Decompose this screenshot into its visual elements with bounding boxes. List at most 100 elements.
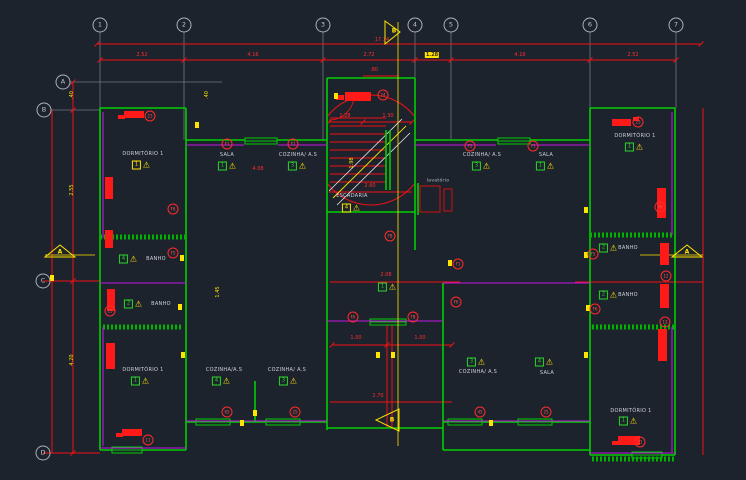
circuit-tag: F6 [654,201,666,213]
warning-triangle-icon: ⚠ [482,161,491,170]
room-label: COZINHA/ A.S [458,369,498,375]
circuit-tag: 13 [659,316,671,328]
grid-bubble: 7 [668,17,684,33]
room-label: BANHO [146,256,166,262]
circuit-tag-label: 25 [292,409,298,415]
warning-triangle-icon: ⚠ [298,161,307,170]
circuit-number-box: 1 [130,376,140,386]
grid-bubble-label: 4 [412,20,418,29]
warning-triangle-icon: ⚠ [222,376,231,385]
circuit-tag: 11 [142,434,154,446]
circuit-tag-label: F6 [592,306,598,312]
circuit-tag-label: FB [410,314,416,320]
grid-bubble-label: A [60,77,66,86]
circuit-tag-label: 13 [662,319,668,325]
grid-bubble-label: 5 [448,20,454,29]
circuit-tag: F1 [452,258,464,270]
circuit-legend-symbol: 1 ⚠ [130,376,149,386]
hatched-walls [100,232,675,462]
section-marker-letter: A [57,248,63,256]
grid-bubble: 3 [315,17,331,33]
circuit-legend-symbol: 1 ⚠ [131,160,151,170]
circuit-tag: 25 [289,406,301,418]
circuit-tag-label: 23 [635,119,641,125]
room-label: DORMITÓRIO 1 [610,408,652,414]
circuit-tag: FB [384,230,396,242]
circuit-tag-label: F6 [657,204,663,210]
circuit-number-box: 3 [278,376,288,386]
circuit-number-box: 2 [598,290,608,300]
circuit-tag: FA [347,311,359,323]
circuit-tag-label: F2 [290,141,296,147]
circuit-number-box: 4 [341,203,351,213]
circuit-tag-label: 24 [380,92,386,98]
circuit-legend-symbol: 4 ⚠ [534,357,554,367]
circuit-tag-label: 65 [224,409,230,415]
warning-triangle-icon: ⚠ [635,142,644,151]
section-marker-a-right [670,244,704,258]
grid-bubble-label: 1 [97,20,103,29]
circuit-tag: FB [407,311,419,323]
circuit-tag: 15 [104,305,116,317]
circuit-tag: F6 [450,296,462,308]
section-marker-b-bottom [374,408,400,432]
section-marker-a-left [43,244,77,258]
circuit-tag: F2 [287,138,299,150]
section-marker-letter: B [391,27,397,35]
circuit-legend-symbol: 4 ⚠ [118,254,138,264]
circuit-number-box: 1 [618,416,628,426]
circuit-tag-label: F1 [224,141,230,147]
dimension-text: 17.14 [374,37,390,43]
room-label: BANHO [151,301,171,307]
dimension-text-vertical: 1.98 [349,157,355,169]
circuit-tag: 45 [474,406,486,418]
warning-triangle-icon: ⚠ [545,357,554,366]
dimension-text: 4.16 [514,52,526,58]
warning-triangle-icon: ⚠ [546,161,555,170]
dimension-text: 1.28 [339,113,351,119]
windows [111,137,663,459]
circuit-tag-label: F1 [455,261,461,267]
warning-triangle-icon: ⚠ [129,254,138,263]
circuit-tag-label: 23 [147,113,153,119]
section-marker-letter: B [389,416,395,424]
circuit-legend-symbol: 2 ⚠ [598,243,617,253]
circuit-tag: 23 [632,116,644,128]
grid-bubble-label: B [41,105,47,114]
circuit-tag: 12 [660,270,672,282]
circuit-legend-symbol: 1 ⚠ [618,416,637,426]
circuit-tag-label: 11 [145,437,151,443]
circuit-legend-symbol: 3 ⚠ [287,161,307,171]
circuit-number-box: 1 [131,160,141,170]
circuit-number-box: 1 [535,161,545,171]
section-marker-letter: A [684,248,690,256]
dimension-text: 1.00 [350,335,362,341]
dimension-text: 2.60 [364,183,376,189]
grid-bubble-label: 3 [320,20,326,29]
laundry-fixtures [419,185,453,213]
warning-triangle-icon: ⚠ [134,299,143,308]
room-label: SALA [539,370,555,376]
grid-bubble: 1 [92,17,108,33]
circuit-tag: F6 [589,303,601,315]
dimension-text: 2.08 [380,272,392,278]
dimension-lines [43,41,704,456]
circuit-number-box: 3 [471,161,481,171]
circuit-tag-label: F6 [453,299,459,305]
dimension-text-vertical: .40 [204,91,210,99]
circuit-tag: 25 [540,406,552,418]
circuit-legend-symbol: 2 ⚠ [598,290,617,300]
room-label: COZINHA/ A.S [267,367,307,373]
room-label: DORMITÓRIO 1 [122,151,164,157]
circuit-legend-symbol: 3 ⚠ [471,161,491,171]
circuit-legend-symbol: 1 ⚠ [377,282,396,292]
circuit-tag-label: F5 [590,251,596,257]
circuit-legend-symbol: 1 ⚠ [624,142,644,152]
warning-triangle-icon: ⚠ [142,160,151,169]
grid-bubble: 6 [582,17,598,33]
circuit-legend-symbol: 4 ⚠ [341,203,360,213]
circuit-tag: F6 [167,203,179,215]
room-label: BANHO [618,245,638,251]
grid-bubble-label: 6 [587,20,593,29]
